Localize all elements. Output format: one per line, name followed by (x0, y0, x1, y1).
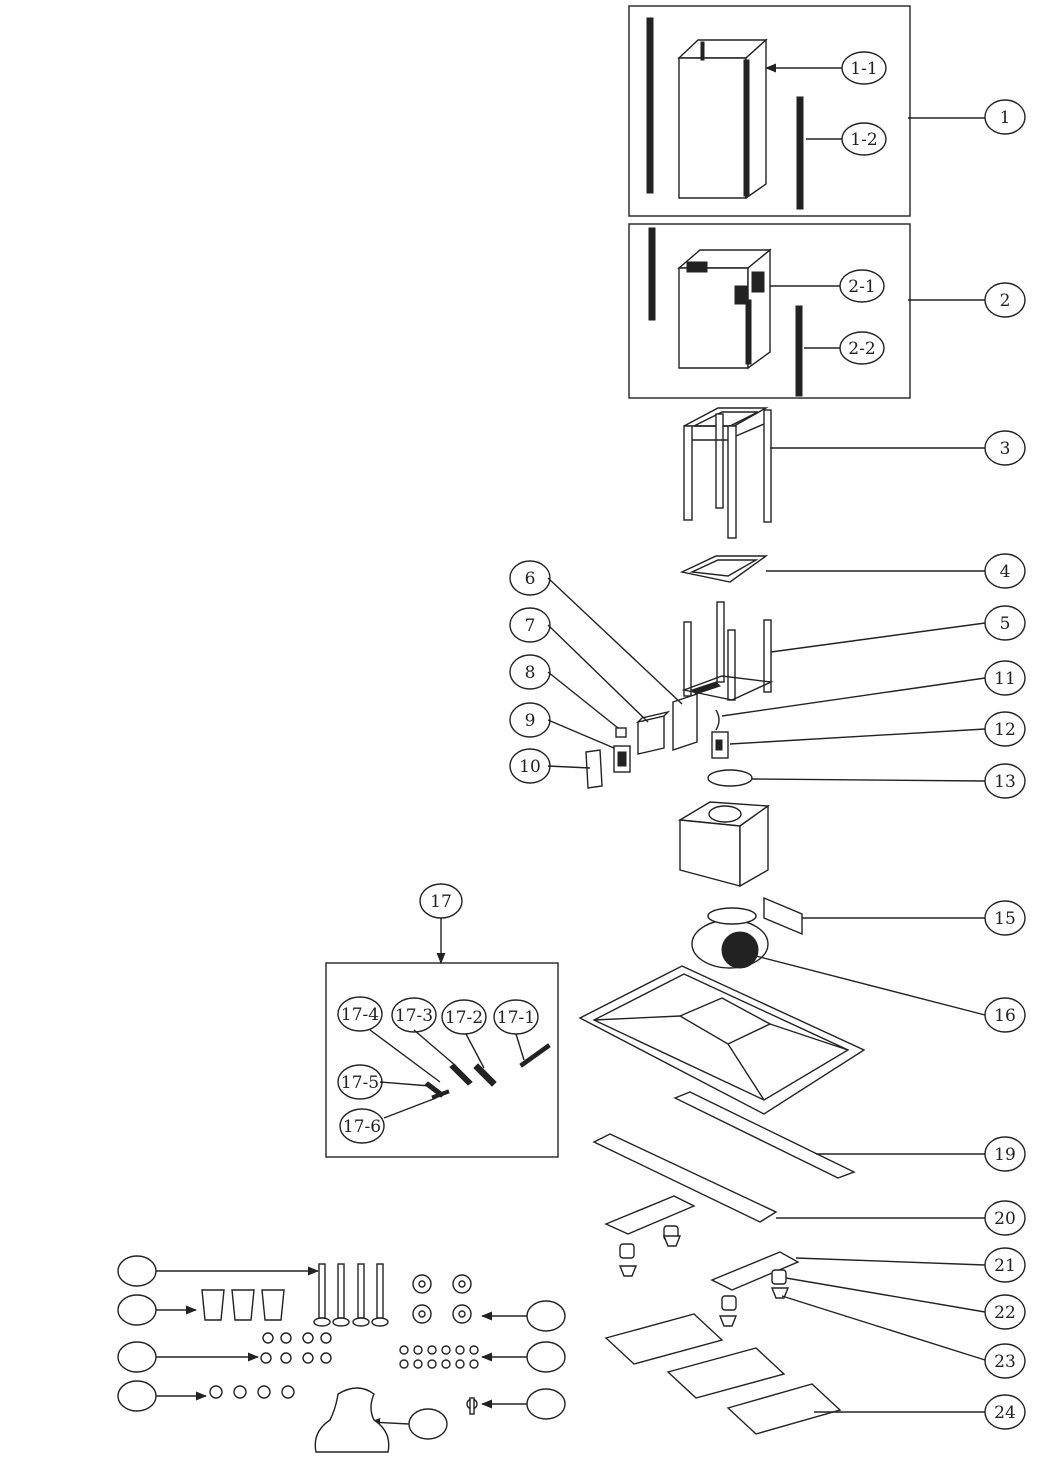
flange-plate-part (679, 555, 985, 583)
label-2: 2 (1000, 291, 1011, 311)
label-10: 10 (519, 757, 541, 777)
small-screws (260, 1332, 332, 1364)
assembly-box-2 (628, 223, 985, 399)
label-13: 13 (994, 772, 1016, 792)
label-15: 15 (994, 909, 1016, 929)
label-12: 12 (994, 720, 1016, 740)
assembly-box-1 (628, 5, 985, 217)
accessory-box-17 (325, 918, 559, 1158)
label-20: 20 (994, 1209, 1016, 1229)
label-21: 21 (994, 1256, 1016, 1276)
trim-strips-parts (592, 1091, 985, 1223)
long-screws (313, 1263, 389, 1327)
upper-frame-part (683, 407, 985, 539)
label-1: 1 (1000, 108, 1011, 128)
lower-chimney-part (677, 248, 772, 370)
canopy-hood-part (578, 965, 866, 1115)
callout-1-1 (841, 51, 887, 85)
single-screw (466, 1397, 478, 1415)
label-17-1: 17-1 (497, 1008, 535, 1028)
label-5: 5 (1000, 614, 1011, 634)
label-6: 6 (525, 569, 536, 589)
motor-housing-part (677, 801, 770, 888)
glove-shape (314, 1387, 390, 1453)
washers (412, 1274, 472, 1324)
label-3: 3 (1000, 439, 1011, 459)
brackets-parts (604, 1195, 986, 1361)
label-1-1: 1-1 (850, 59, 877, 79)
lower-frame-part (681, 601, 986, 701)
label-7: 7 (525, 616, 536, 636)
label-17-4: 17-4 (341, 1005, 379, 1025)
label-23: 23 (994, 1352, 1016, 1372)
label-17-2: 17-2 (445, 1008, 483, 1028)
electronics-parts (547, 577, 986, 789)
label-17-5: 17-5 (341, 1073, 379, 1093)
wall-anchors (201, 1289, 285, 1321)
pan-head-screws (209, 1385, 295, 1399)
label-16: 16 (994, 1006, 1016, 1026)
label-9: 9 (525, 711, 536, 731)
filters-parts (604, 1313, 985, 1435)
label-17: 17 (430, 892, 452, 912)
label-8: 8 (525, 663, 536, 683)
label-11: 11 (994, 669, 1016, 689)
nuts-grid (399, 1345, 479, 1369)
label-17-6: 17-6 (343, 1117, 381, 1137)
label-22: 22 (994, 1303, 1016, 1323)
label-2-1: 2-1 (848, 277, 875, 297)
label-1-2: 1-2 (850, 130, 877, 150)
callout-labels: 1-1 1-2 1 2-1 2-2 2 3 4 5 6 7 8 (337, 51, 1026, 1430)
label-19: 19 (994, 1145, 1016, 1165)
label-2-2: 2-2 (848, 339, 875, 359)
label-17-3: 17-3 (395, 1006, 433, 1026)
label-4: 4 (1000, 562, 1011, 582)
hardware-kit (117, 1255, 566, 1453)
label-24: 24 (994, 1403, 1016, 1423)
blower-parts (691, 896, 986, 1016)
upper-chimney-part (677, 38, 768, 200)
